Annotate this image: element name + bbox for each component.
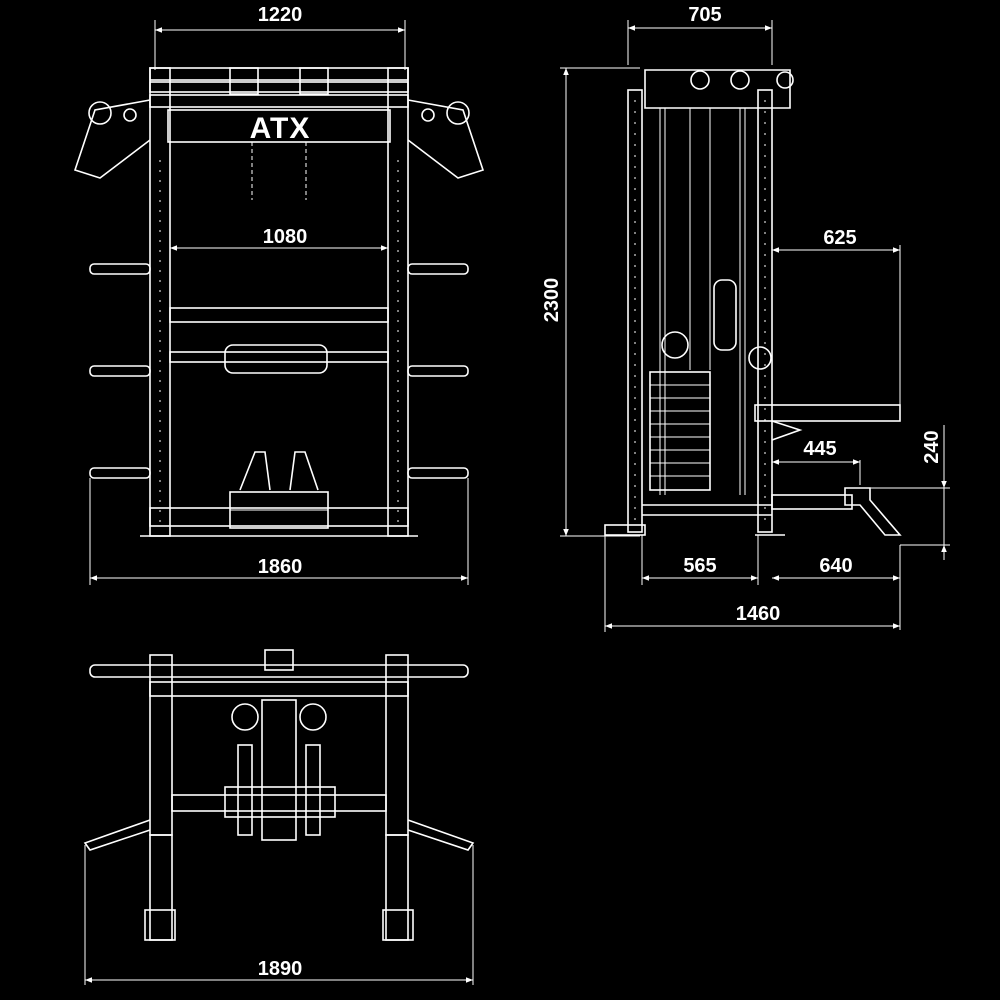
dimension-base-rear: 565 <box>641 535 759 585</box>
dimension-label-overall-depth: 1460 <box>736 603 781 625</box>
side-view: 705 2300 <box>541 4 950 632</box>
weight-horns <box>89 263 469 479</box>
top-cross-member <box>171 786 387 818</box>
top-pulleys <box>231 703 327 731</box>
dimension-label-footrest-depth: 445 <box>803 438 836 460</box>
top-uprights <box>144 654 414 941</box>
dimension-footrest-depth: 445 <box>772 438 861 485</box>
side-base <box>604 504 785 536</box>
top-arms <box>83 819 475 851</box>
side-uprights <box>627 89 773 533</box>
dimension-label-arm-reach: 625 <box>823 227 856 249</box>
dimension-inner-width: 1080 <box>170 226 388 251</box>
top-frame <box>237 699 321 841</box>
guide-rods <box>659 108 746 495</box>
footrest <box>771 487 902 536</box>
footplates <box>229 451 329 529</box>
dimension-top-width: 1220 <box>154 4 406 70</box>
dimension-footrest-height: 240 <box>870 425 950 560</box>
dimension-label-inner-width: 1080 <box>263 226 308 248</box>
dimension-label-footrest-height: 240 <box>921 430 943 463</box>
dimension-label-base-rear: 565 <box>683 555 716 577</box>
chains <box>251 142 307 200</box>
dimension-top-overall-width: 1890 <box>84 845 474 985</box>
brand-logo: ATX <box>250 112 311 145</box>
top-crossbar-plan <box>89 649 469 697</box>
dimension-height: 2300 <box>541 67 640 537</box>
dimension-label-height: 2300 <box>541 278 563 323</box>
dimension-arm-reach: 625 <box>772 227 901 405</box>
middle-crossbar <box>169 307 389 374</box>
dimension-base-front: 640 <box>772 545 901 630</box>
side-top-plate <box>644 69 794 109</box>
weight-stack <box>649 279 737 491</box>
dimension-label-top-width: 1220 <box>258 4 303 26</box>
dimension-label-top-overall-width: 1890 <box>258 958 303 980</box>
side-arm <box>748 346 901 441</box>
dimension-depth-top: 705 <box>627 4 773 65</box>
top-view: 1890 <box>83 649 475 985</box>
dimension-label-overall-width: 1860 <box>258 556 303 578</box>
dimension-label-base-front: 640 <box>819 555 852 577</box>
front-view: 1220 ATX <box>73 4 485 585</box>
front-base <box>140 507 418 537</box>
dimension-label-depth-top: 705 <box>688 4 721 26</box>
pulley-arms <box>73 99 485 179</box>
dimension-overall-depth: 1460 <box>604 535 900 632</box>
dimension-overall-width: 1860 <box>89 478 469 585</box>
